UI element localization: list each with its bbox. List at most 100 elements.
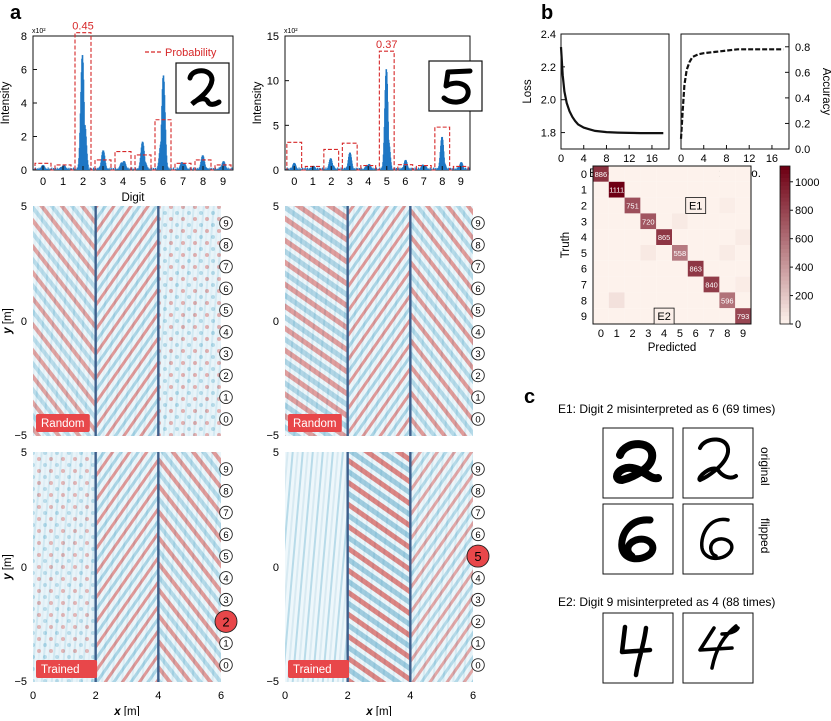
cell [704, 229, 720, 245]
y-tick-label: 0 [273, 165, 279, 177]
cell [593, 213, 609, 229]
x-tick-label: 16 [766, 153, 778, 165]
background-bar [208, 168, 209, 170]
detector-label-8: 8 [475, 486, 480, 497]
cell [609, 308, 625, 324]
background-bar [325, 167, 326, 170]
input-digit-2-image [176, 63, 229, 113]
background-bar [315, 168, 316, 170]
row-label: 8 [581, 295, 587, 307]
diag-value-0: 886 [595, 170, 608, 179]
background-bar [138, 168, 139, 170]
y-axis-label: Intensity [0, 81, 12, 124]
colorbar-step [780, 253, 790, 257]
row-label: 5 [581, 248, 587, 260]
colorbar-step [780, 178, 790, 182]
y-scale-note: x10² [32, 28, 46, 35]
cell [688, 229, 704, 245]
col-label: 2 [629, 328, 635, 340]
cell [735, 198, 751, 214]
diag-value-8: 596 [721, 296, 734, 305]
background-bar [197, 168, 198, 170]
x-tick-label: 4 [120, 176, 126, 188]
background-bar [346, 168, 347, 170]
background-bar [57, 168, 58, 170]
background-bar [401, 168, 402, 170]
background-bar [415, 168, 416, 170]
wave-region-2 [96, 206, 159, 436]
cell [672, 229, 688, 245]
background-bar [168, 168, 169, 170]
y-axis-label: y [m] [2, 554, 14, 581]
colorbar-step [780, 194, 790, 198]
detector-label-1: 1 [223, 639, 228, 650]
y-tick-bottom: −5 [14, 676, 27, 688]
x-tick-label: 8 [200, 176, 206, 188]
background-bar [327, 168, 328, 170]
background-bar [218, 167, 219, 170]
background-bar [425, 168, 426, 170]
background-bar [409, 168, 410, 170]
y-tick-top: 5 [21, 447, 27, 459]
background-bar [228, 168, 229, 170]
wave-region-1 [285, 452, 348, 682]
colorbar-step [780, 190, 790, 194]
background-bar [186, 168, 187, 170]
cell [656, 277, 672, 293]
background-bar [307, 168, 308, 170]
cell [672, 261, 688, 277]
background-bar [206, 168, 207, 170]
row-label: 0 [581, 169, 587, 181]
y-tick-mid: 0 [21, 562, 27, 574]
cell [735, 213, 751, 229]
annotation-E2: E2 [657, 311, 670, 323]
background-bar [108, 168, 109, 170]
e1-flipped-image-1 [603, 504, 673, 574]
background-bar [428, 168, 429, 170]
diag-value-6: 863 [689, 265, 702, 274]
y-tick-label: 6 [21, 65, 27, 77]
background-bar [60, 167, 61, 170]
x-tick-label: 6 [402, 176, 408, 188]
background-bar [438, 168, 439, 170]
cell [609, 245, 625, 261]
background-bar [300, 168, 301, 170]
y-tick-label: 0.8 [795, 42, 810, 54]
plot-frame [681, 34, 789, 149]
detector-label-2: 2 [223, 371, 228, 382]
background-bar [46, 169, 47, 170]
wave-region-2 [96, 452, 159, 682]
x-tick-label: 2 [345, 690, 351, 702]
legend-label: Probability [165, 47, 217, 59]
cell [672, 182, 688, 198]
colorbar-step [780, 206, 790, 210]
y-tick-label: 0 [21, 165, 27, 177]
detector-label-4: 4 [475, 327, 480, 338]
cell [625, 182, 641, 198]
background-bar [148, 167, 149, 170]
detector-label-0: 0 [475, 661, 480, 672]
background-bar [198, 168, 199, 170]
detector-label-0: 0 [223, 415, 228, 426]
cell [719, 308, 735, 324]
cell [640, 261, 656, 277]
x-tick-label: 1 [60, 176, 66, 188]
detector-label-2: 2 [475, 371, 480, 382]
cell [704, 182, 720, 198]
colorbar-label: 1000 [795, 177, 819, 189]
colorbar-step [780, 209, 790, 213]
x-tick-label: 2 [93, 690, 99, 702]
x-tick-label: 0 [558, 153, 564, 165]
x-tick-label: 7 [180, 176, 186, 188]
background-bar [391, 167, 392, 170]
detector-label-5: 5 [223, 306, 228, 317]
cell [704, 166, 720, 182]
diag-value-4: 865 [658, 233, 671, 242]
col-label: 1 [614, 328, 620, 340]
background-bar [40, 168, 41, 170]
background-bar [140, 168, 141, 170]
y-axis-label: Intensity [252, 81, 264, 124]
detector-label-6: 6 [223, 284, 228, 295]
y-axis-label: Accuracy [820, 68, 831, 116]
background-bar [88, 168, 89, 170]
